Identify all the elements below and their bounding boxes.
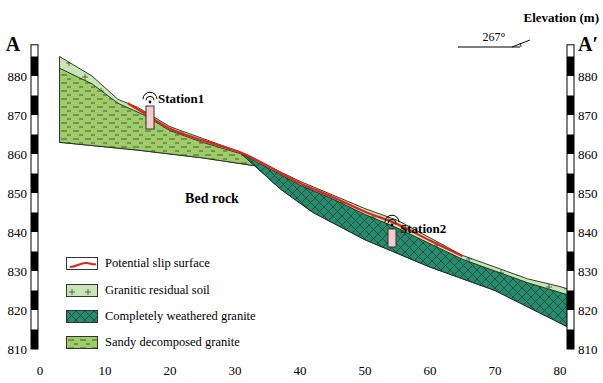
tick-label: 880: [8, 70, 28, 83]
elevation-bar-segment: [31, 96, 38, 116]
elevation-bar-segment: [567, 213, 574, 233]
elevation-bar-segment: [567, 330, 574, 350]
elevation-bar-segment: [567, 96, 574, 116]
station-label: Station1: [158, 92, 204, 105]
sandy-granite-layer-texture: [60, 68, 255, 166]
tick-label: 60: [424, 364, 437, 377]
elevation-bar-segment: [31, 135, 38, 155]
tick-label: 840: [578, 226, 598, 239]
legend-swatch: [66, 310, 98, 323]
elevation-bar-segment: [567, 252, 574, 272]
tick-label: 840: [8, 226, 28, 239]
elevation-bar-segment: [31, 213, 38, 233]
weathered-granite-layer: [242, 154, 574, 330]
swatch-texture: [67, 311, 98, 323]
section-end-label: A: [6, 34, 20, 54]
legend-swatch: [66, 336, 98, 349]
slip-surface: [128, 103, 463, 256]
elevation-bar-segment: [31, 330, 38, 350]
tick-label: 870: [8, 109, 28, 122]
tick-label: 860: [578, 148, 598, 161]
tick-label: 50: [359, 364, 372, 377]
bearing-label: 267°: [483, 31, 506, 43]
sandy-granite-layer: [60, 68, 255, 166]
legend-label: Sandy decomposed granite: [105, 335, 240, 350]
tick-label: 30: [229, 364, 242, 377]
legend-entry: Potential slip surface: [66, 256, 210, 271]
tick-label: 20: [164, 364, 177, 377]
monitoring-station: [385, 215, 399, 247]
axis-title: Elevation (m): [524, 11, 599, 24]
tick-label: 870: [578, 109, 598, 122]
legend-entry: Completely weathered granite: [66, 309, 256, 324]
elevation-bar-segment: [567, 135, 574, 155]
tick-label: 880: [578, 70, 598, 83]
legend-line-sample: [66, 257, 98, 270]
tick-label: 810: [8, 343, 28, 356]
tick-label: 40: [294, 364, 307, 377]
elevation-bar-segment: [567, 57, 574, 77]
layer-label: Bed rock: [185, 192, 239, 206]
residual-soil-layer-texture: [60, 57, 574, 330]
tick-label: 860: [8, 148, 28, 161]
section-end-label: A′: [578, 34, 598, 54]
tick-label: 830: [578, 265, 598, 278]
tick-label: 810: [578, 343, 598, 356]
elevation-bar-segment: [31, 57, 38, 77]
weathered-granite-layer-texture: [242, 154, 574, 330]
tick-label: 820: [8, 304, 28, 317]
legend-entry: Sandy decomposed granite: [66, 335, 240, 350]
station-label: Station2: [400, 222, 446, 235]
legend-swatch: [66, 284, 98, 297]
legend-label: Completely weathered granite: [105, 309, 256, 324]
elevation-bar-segment: [31, 174, 38, 194]
elevation-bar: [31, 45, 38, 349]
elevation-bar-segment: [31, 252, 38, 272]
swatch-texture: [67, 337, 98, 349]
monitoring-station: [143, 92, 157, 129]
elevation-bar: [567, 45, 574, 349]
tick-label: 830: [8, 265, 28, 278]
tick-label: 10: [99, 364, 112, 377]
tick-label: 70: [489, 364, 502, 377]
residual-soil-layer: [60, 57, 574, 330]
elevation-bar-segment: [567, 291, 574, 311]
swatch-texture: [67, 285, 98, 297]
elevation-bar-segment: [31, 291, 38, 311]
elevation-bar-segment: [567, 174, 574, 194]
tick-label: 850: [578, 187, 598, 200]
tick-label: 0: [37, 364, 44, 377]
tick-label: 80: [554, 364, 567, 377]
legend-label: Potential slip surface: [105, 256, 210, 271]
legend-entry: Granitic residual soil: [66, 283, 210, 298]
legend-label: Granitic residual soil: [105, 283, 210, 298]
tick-label: 820: [578, 304, 598, 317]
tick-label: 850: [8, 187, 28, 200]
